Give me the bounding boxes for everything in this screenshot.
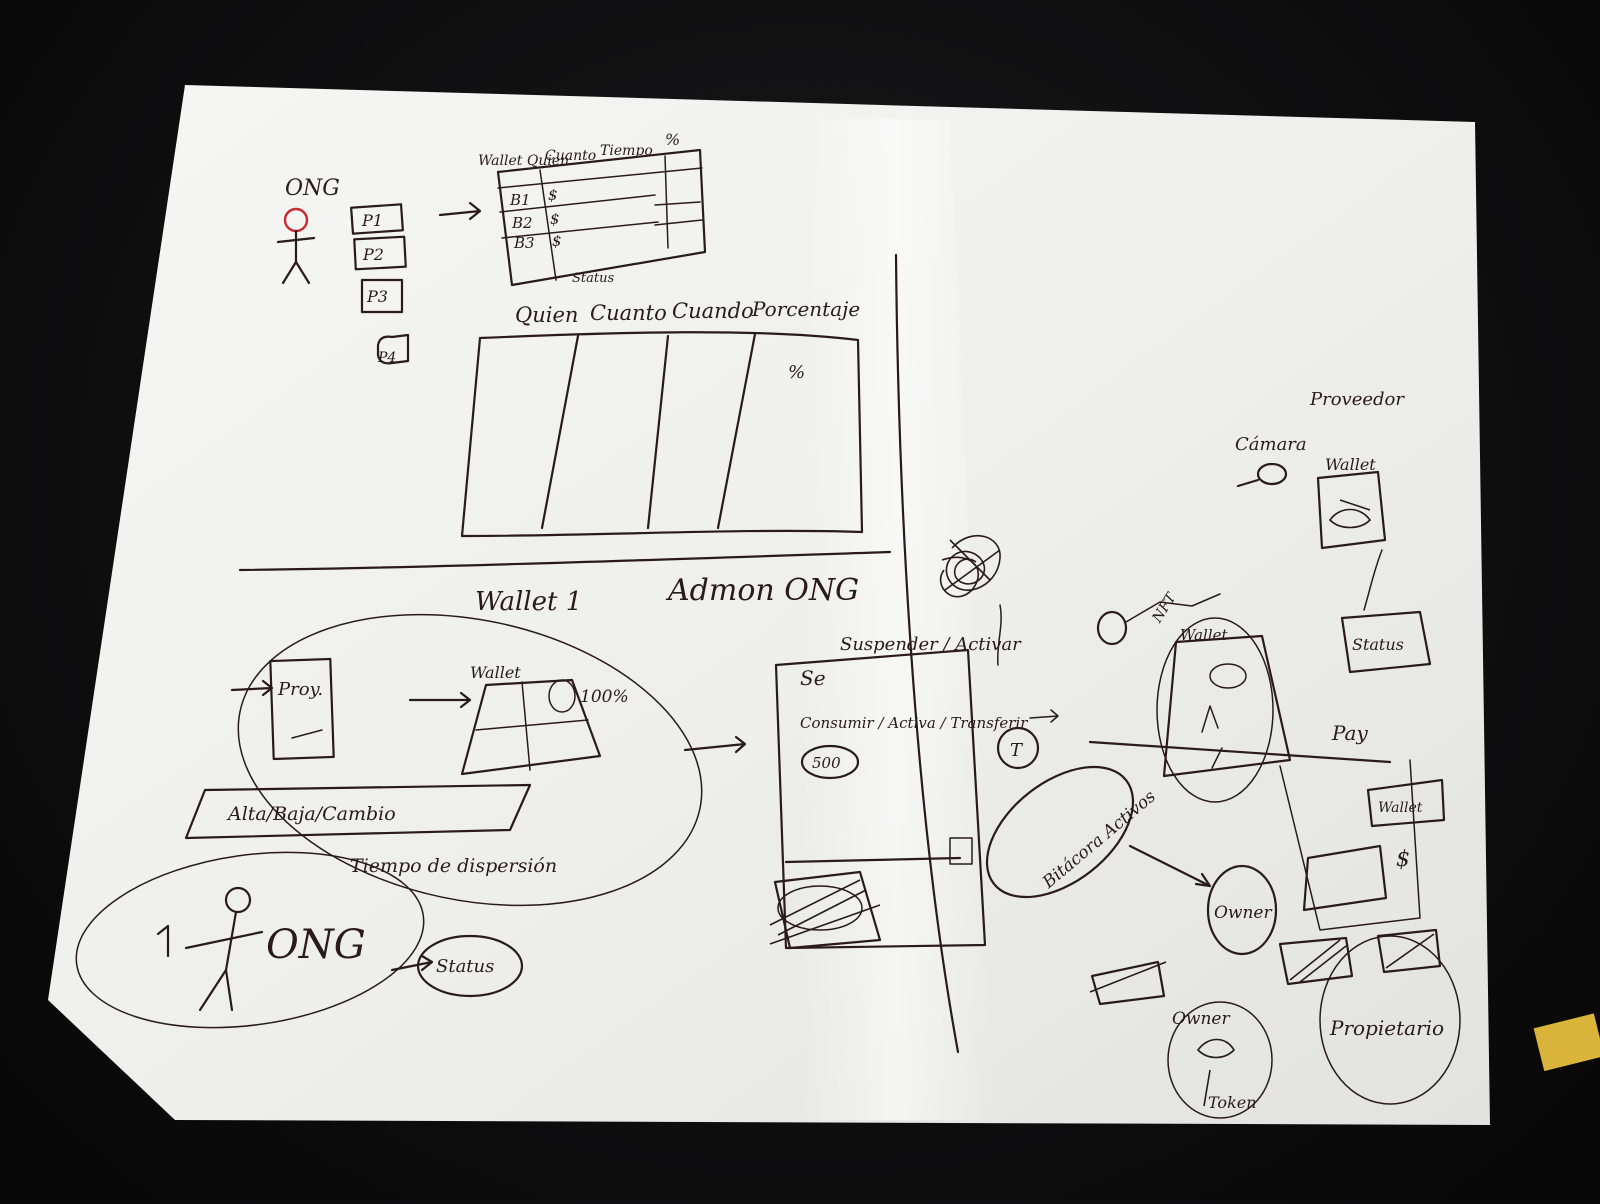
small-table-row-b1: B1 (509, 191, 531, 209)
crossed-small-box (1090, 960, 1166, 1006)
hatched-box-2 (1376, 928, 1442, 974)
proyecto-label: Proy. (277, 679, 323, 700)
ong-actor-label: ONG (285, 176, 340, 201)
nft-coin-icon (1209, 663, 1247, 689)
arrow-to-t-icon (1029, 709, 1059, 723)
status-ellipse (416, 934, 524, 998)
small-table-row-b3-amount: $ (552, 232, 562, 250)
arrow-into-wallet-icon (408, 691, 472, 709)
arrow-to-table-icon (438, 201, 482, 221)
proveedor-link (1363, 549, 1383, 611)
small-table-row-b1-amount: $ (548, 186, 558, 204)
wallet-label: Wallet (470, 663, 521, 682)
ong-bottom-label: ONG (266, 922, 366, 968)
page-label-p4: P4 (377, 350, 396, 366)
pay-region (1279, 759, 1421, 931)
pay-label: Pay (1331, 721, 1368, 745)
owner-ellipse (1206, 864, 1278, 956)
middle-inner-line (784, 856, 962, 864)
alta-baja-box (184, 783, 532, 840)
section-title-wallet: Wallet 1 (475, 587, 582, 617)
big-table (460, 331, 864, 538)
proveedor-label: Proveedor (1309, 389, 1405, 410)
hatched-box-1 (1278, 936, 1354, 986)
big-table-percent-mark: % (788, 362, 805, 383)
vertical-divider (894, 253, 960, 1054)
amount-ellipse (800, 744, 860, 780)
small-table-header-percent: % (665, 130, 680, 149)
big-table-header-cuando: Cuando (672, 299, 754, 323)
middle-amount-label: 500 (812, 754, 841, 772)
proveedor-scribble-icon (1328, 499, 1372, 529)
nft-ellipse (1156, 617, 1274, 803)
camera-icon (1236, 462, 1288, 488)
small-table-header-wallet: Wallet Quien (478, 153, 569, 169)
alta-baja-cambio-label: Alta/Baja/Cambio (226, 803, 396, 825)
right-blank-box (1302, 844, 1388, 912)
right-wallet-label: Wallet (1378, 800, 1423, 816)
page-stack (350, 203, 410, 365)
wallet-grid (460, 678, 602, 776)
section-title-admon: Admon ONG (665, 573, 859, 608)
small-table-row-b2-amount: $ (550, 210, 560, 228)
pay-line (1088, 740, 1392, 764)
owner-token-ellipse (1167, 1001, 1273, 1119)
camara-label: Cámara (1235, 434, 1307, 455)
token-label: Token (1208, 1093, 1257, 1112)
page-label-p3: P3 (366, 287, 388, 306)
middle-panel-box (774, 648, 987, 950)
dollar-label: $ (1396, 847, 1410, 872)
t-circle (996, 726, 1040, 770)
owner-bottom-label: Owner (1172, 1009, 1230, 1029)
arrow-to-status-icon (390, 954, 434, 972)
small-table (496, 148, 707, 287)
arrow-to-middle-icon (683, 735, 747, 754)
small-table-status: Status (572, 271, 614, 286)
middle-se-label: Se (800, 666, 826, 690)
big-table-header-quien: Quien (515, 303, 578, 327)
ong-loop (75, 851, 425, 1029)
paper-fold-highlight (800, 118, 995, 1120)
page-label-p1: P1 (361, 211, 383, 230)
propietario-label: Propietario (1329, 1016, 1444, 1040)
proveedor-wallet-label: Wallet (1325, 455, 1376, 474)
bitacora-ellipse (985, 765, 1135, 899)
yellow-chair-edge (1533, 1013, 1600, 1072)
right-wallet-box (1366, 778, 1446, 828)
suspender-activar-label: Suspender / Activar (840, 634, 1022, 655)
token-scribble-icon (1196, 1038, 1235, 1107)
small-table-row-b2: B2 (511, 214, 533, 232)
status-box-right (1340, 610, 1432, 674)
status-bottom-label: Status (436, 956, 494, 977)
status-right-label: Status (1352, 635, 1404, 654)
crossed-out-box (769, 870, 882, 950)
owner-label: Owner (1214, 903, 1272, 923)
small-table-header-cuanto: Cuanto (545, 148, 596, 164)
nft-wallet-label: Wallet (1180, 626, 1229, 644)
big-table-header-porcentaje: Porcentaje (751, 297, 860, 321)
tiempo-dispersion-label: Tiempo de dispersión (350, 855, 557, 877)
propietario-ellipse (1319, 935, 1461, 1105)
scribbled-head-icon (939, 534, 1002, 666)
ong-bottom-stick-figure-icon (156, 886, 264, 1012)
proyecto-box (269, 657, 335, 761)
page-label-p2: P2 (362, 245, 384, 264)
proy-inner-arrow-icon (291, 729, 323, 739)
small-connector-box (949, 837, 973, 865)
horizontal-divider (238, 550, 892, 572)
percent-100-label: 100% (580, 687, 629, 707)
arrow-to-owner-icon (1128, 844, 1212, 888)
proveedor-box (1316, 470, 1387, 550)
big-table-header-cuanto: Cuanto (590, 301, 667, 325)
bottom-left-loop (237, 613, 703, 907)
t-label: T (1010, 740, 1024, 761)
nft-wallet-box (1162, 634, 1292, 778)
eye-camera-icon (1096, 593, 1221, 646)
small-table-row-b3: B3 (513, 234, 535, 252)
small-table-header-tiempo: Tiempo (600, 143, 653, 159)
middle-consumir-label: Consumir / Activa / Transferir (800, 714, 1028, 732)
ong-stick-figure-icon (276, 207, 316, 285)
